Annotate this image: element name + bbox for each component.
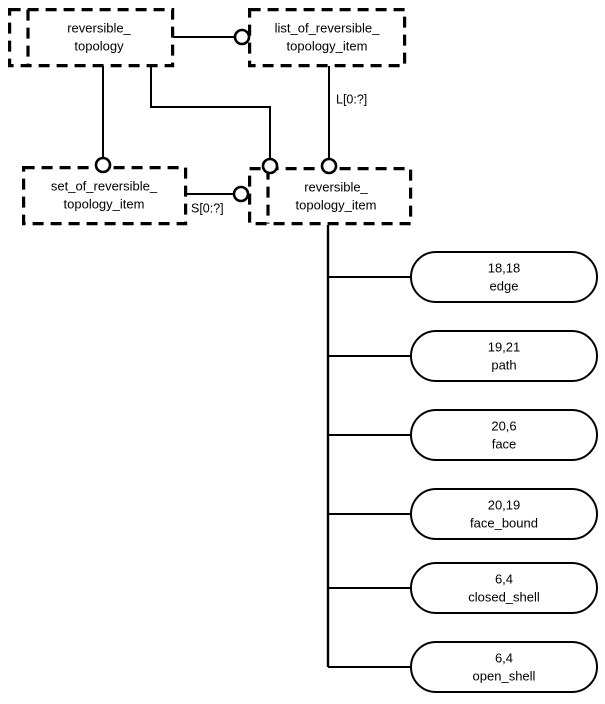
entity-set-of-reversible-topology-item-label-line1: set_of_reversible_ (51, 178, 158, 193)
select-item-face-bound[interactable]: 20,19 face_bound (410, 488, 598, 540)
select-item-open-shell[interactable]: 6,4 open_shell (410, 641, 598, 693)
select-item-open-shell-box (410, 641, 598, 693)
select-item-face-bound-label: face_bound (470, 515, 538, 530)
entity-set-of-reversible-topology-item[interactable]: set_of_reversible_ topology_item (22, 166, 188, 226)
select-item-face-box (410, 409, 598, 461)
select-item-open-shell-pageref: 6,4 (495, 650, 513, 665)
rel-circle-set-of-top (94, 156, 112, 174)
select-item-closed-shell-label: closed_shell (468, 589, 540, 604)
select-item-edge-label: edge (490, 278, 519, 293)
select-item-face-label: face (492, 436, 517, 451)
select-item-closed-shell-box (410, 562, 598, 614)
entity-list-of-reversible-topology-item[interactable]: list_of_reversible_ topology_item (248, 8, 407, 68)
entity-reversible-topology-item-label-line1: reversible_ (304, 179, 368, 194)
relationship-circles (94, 28, 338, 203)
entity-reversible-topology-item-label-line2: topology_item (296, 197, 377, 212)
link-topology-to-item (150, 66, 271, 160)
select-item-path[interactable]: 19,21 path (410, 330, 598, 382)
entity-list-of-reversible-topology-item-label-line2: topology_item (287, 38, 368, 53)
entity-list-of-reversible-topology-item-label-line1: list_of_reversible_ (275, 20, 381, 35)
entity-reversible-topology-label-line1: reversible_ (67, 20, 131, 35)
entity-reversible-topology[interactable]: reversible_ topology (8, 8, 175, 68)
select-item-path-pageref: 19,21 (488, 339, 521, 354)
select-item-face-bound-box (410, 488, 598, 540)
select-item-path-box (410, 330, 598, 382)
select-item-face-bound-pageref: 20,19 (488, 497, 521, 512)
select-item-edge[interactable]: 18,18 edge (410, 251, 598, 303)
select-item-face[interactable]: 20,6 face (410, 409, 598, 461)
rel-circle-item-left-side (232, 185, 250, 203)
select-item-face-pageref: 20,6 (491, 418, 516, 433)
select-item-edge-pageref: 18,18 (488, 260, 521, 275)
entity-set-of-reversible-topology-item-label-line2: topology_item (64, 196, 145, 211)
select-item-path-label: path (491, 357, 516, 372)
select-item-open-shell-label: open_shell (473, 668, 536, 683)
cardinality-labels: L[0:?] S[0:?] (191, 92, 367, 215)
connector-lines: list_of_reversible_topology_item --> set… (102, 36, 411, 668)
select-item-edge-box (410, 251, 598, 303)
label-list-cardinality: L[0:?] (336, 92, 367, 106)
entity-reversible-topology-item-box (248, 167, 413, 226)
label-set-cardinality: S[0:?] (191, 201, 224, 215)
entity-reversible-topology-box (8, 8, 175, 68)
select-item-closed-shell-pageref: 6,4 (495, 571, 513, 586)
rel-circle-item-list-top (320, 157, 338, 175)
rel-circle-item-left-top (261, 157, 279, 175)
entity-list-of-reversible-topology-item-box (248, 8, 407, 68)
rel-circle-list-of (233, 28, 251, 46)
entity-reversible-topology-item[interactable]: reversible_ topology_item (248, 167, 413, 226)
entity-reversible-topology-label-line2: topology (74, 38, 124, 53)
select-item-closed-shell[interactable]: 6,4 closed_shell (410, 562, 598, 614)
